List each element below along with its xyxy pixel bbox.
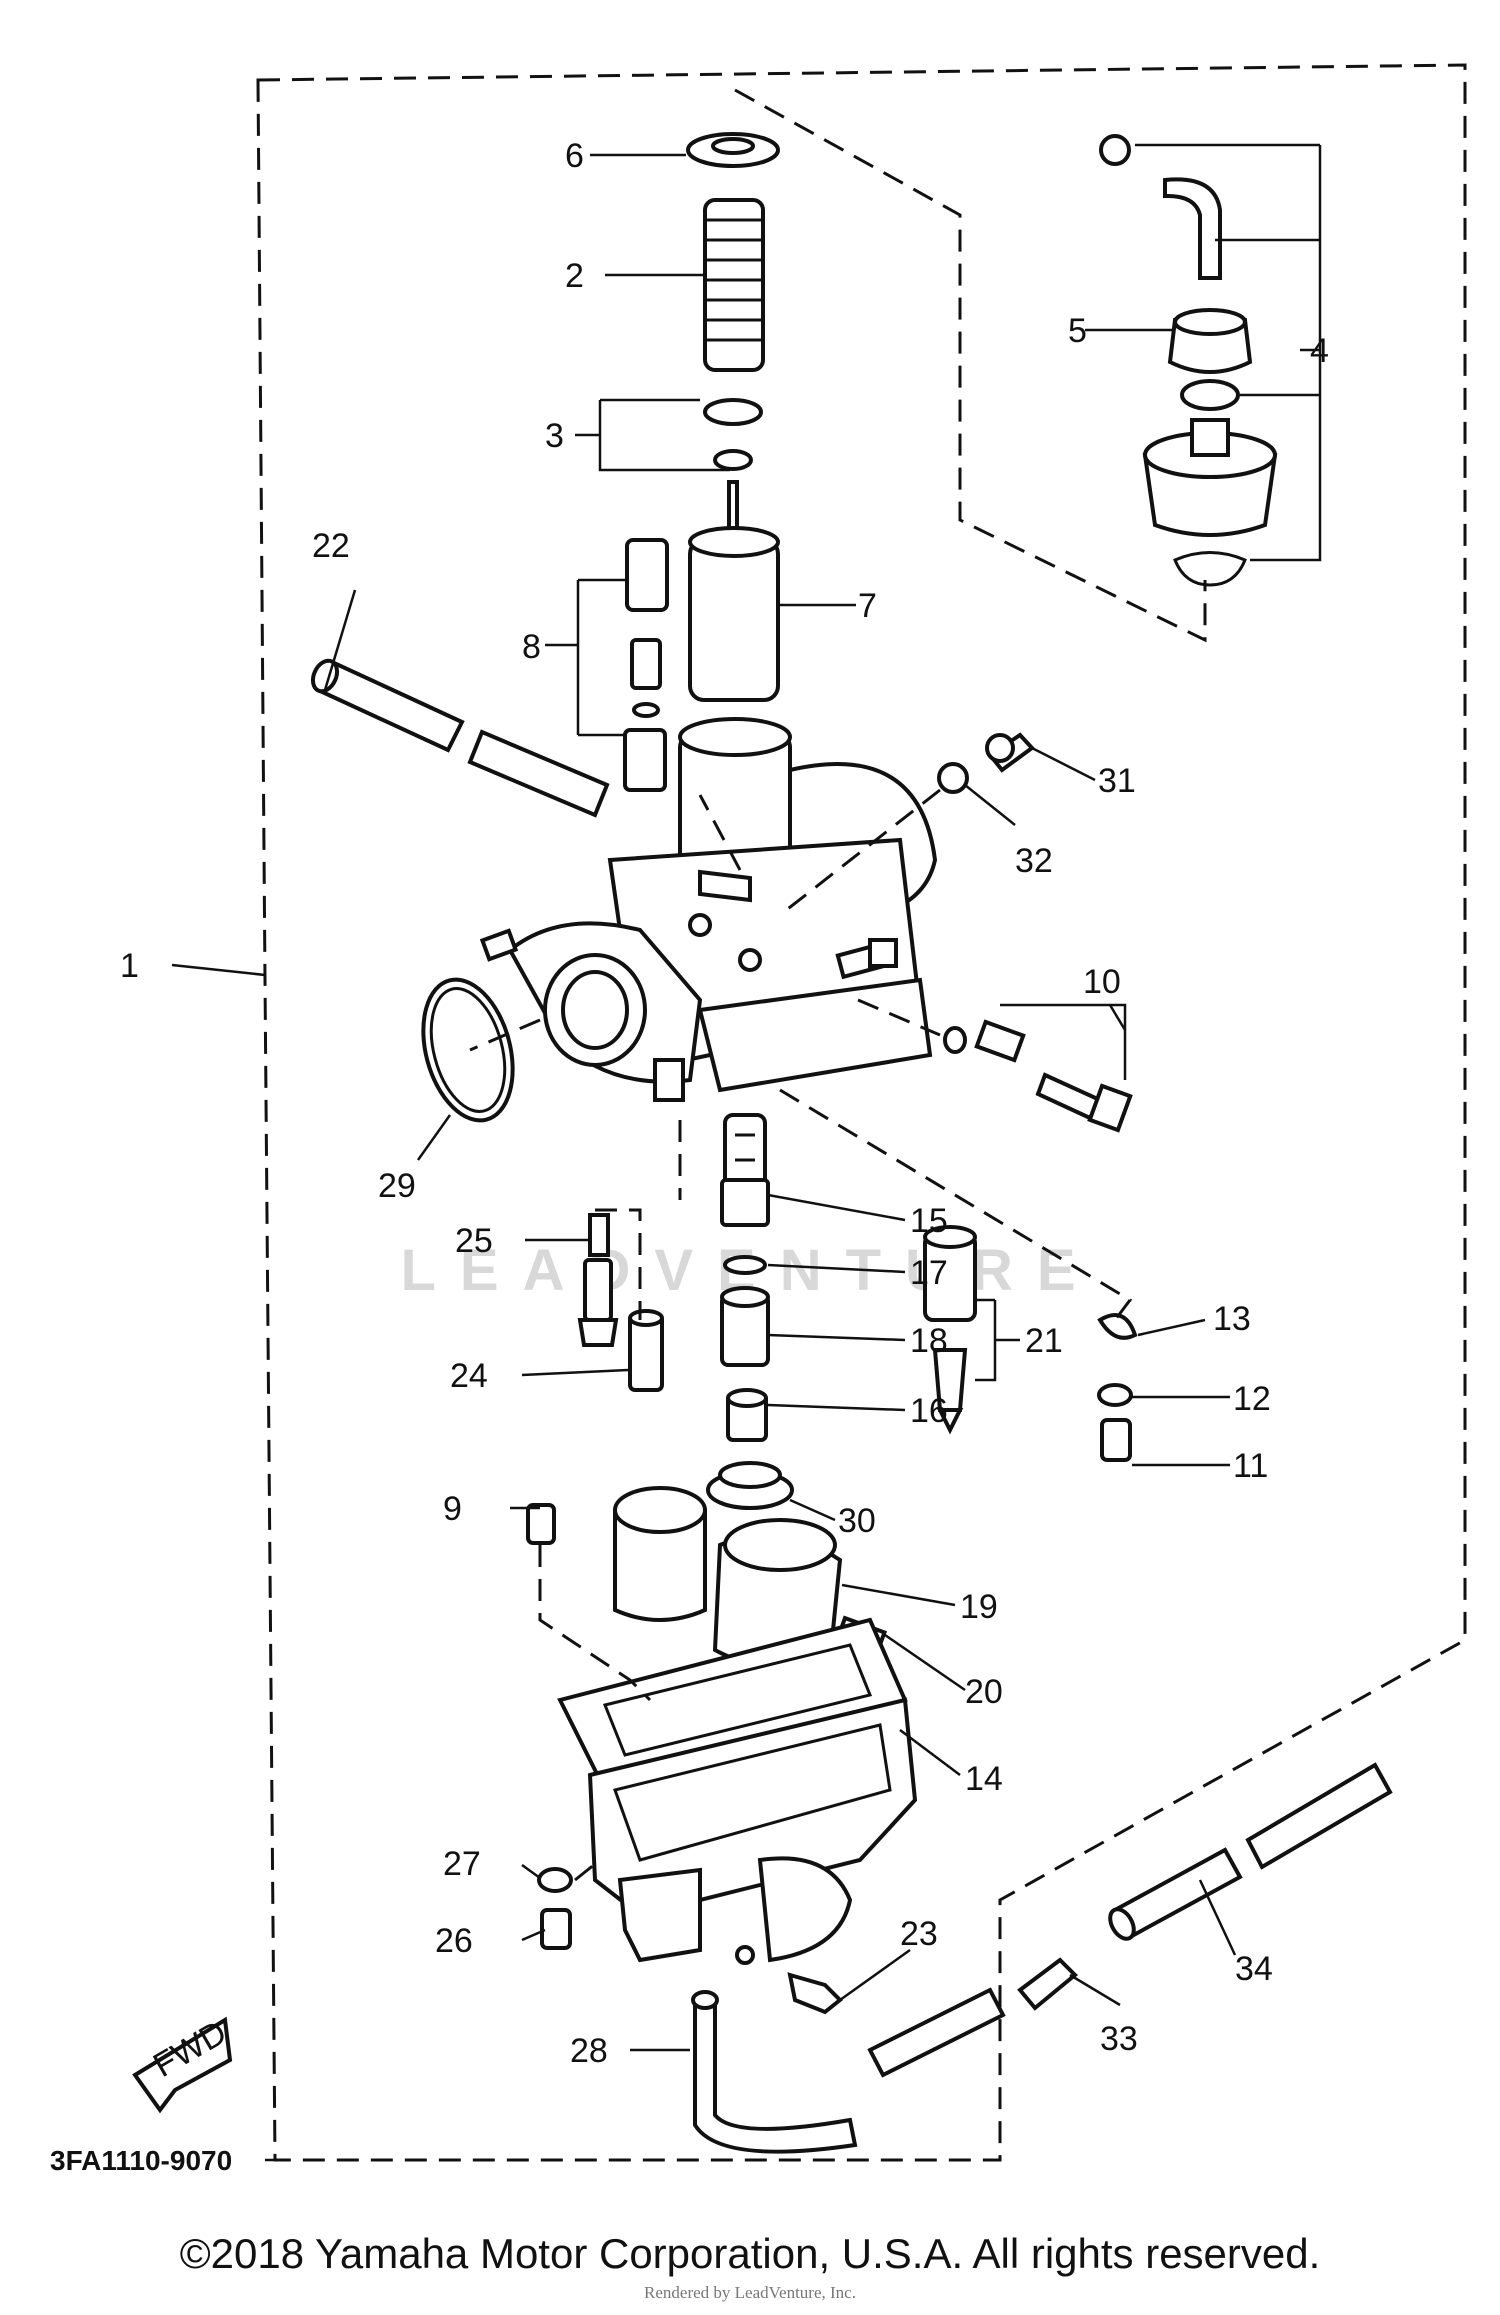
hose-34b <box>1245 1762 1393 1870</box>
diagram-code: 3FA1110-9070 <box>50 2145 232 2176</box>
screw-26 <box>540 1908 572 1950</box>
callout-32: 32 <box>1015 842 1053 880</box>
screw-11 <box>1100 1418 1132 1462</box>
clip-13 <box>1097 1313 1138 1340</box>
copyright-notice: ©2018 Yamaha Motor Corporation, U.S.A. A… <box>179 2230 1321 2277</box>
callout-27: 27 <box>443 1845 481 1883</box>
callout-19: 19 <box>960 1588 998 1626</box>
connector-lines <box>469 88 1207 1882</box>
callout-22: 22 <box>312 527 350 565</box>
callout-14: 14 <box>965 1760 1003 1798</box>
rendered-by-text: Rendered by LeadVenture, Inc. <box>644 2283 856 2302</box>
callout-5: 5 <box>1068 312 1087 350</box>
callout-2: 2 <box>565 257 584 295</box>
washer-27 <box>537 1867 573 1893</box>
callout-12: 12 <box>1233 1380 1271 1418</box>
washer-32 <box>937 762 969 794</box>
fwd-arrow-icon: FWD <box>132 2013 233 2114</box>
assembly-boundary <box>256 63 1467 2162</box>
jet-stack-group <box>706 1113 794 1510</box>
callout-33: 33 <box>1100 2020 1138 2058</box>
pilot-jet-group <box>577 1213 664 1392</box>
callout-3: 3 <box>545 417 564 455</box>
callout-17: 17 <box>910 1254 948 1292</box>
throttle-slide-group <box>686 132 780 702</box>
callout-31: 31 <box>1098 762 1136 800</box>
carburetor-exploded-diagram: LEADVENTURE <box>50 63 1467 2176</box>
joint-33 <box>1017 1957 1078 2011</box>
callout-6: 6 <box>565 137 584 175</box>
callout-20: 20 <box>965 1673 1003 1711</box>
throttle-stop-screw-group <box>943 1019 1133 1133</box>
callout-16: 16 <box>910 1392 948 1430</box>
callout-8: 8 <box>522 628 541 666</box>
pilot-screw-group <box>623 538 669 792</box>
callout-15: 15 <box>910 1202 948 1240</box>
tube-22b <box>467 729 610 818</box>
callout-7: 7 <box>858 587 877 625</box>
callout-4: 4 <box>1310 332 1329 370</box>
callout-13: 13 <box>1213 1300 1251 1338</box>
screw-9 <box>526 1503 556 1545</box>
carburetor-body <box>479 717 938 1102</box>
callout-24: 24 <box>450 1357 488 1395</box>
callout-10: 10 <box>1083 963 1121 1001</box>
callout-28: 28 <box>570 2032 608 2070</box>
callout-25: 25 <box>455 1222 493 1260</box>
o-ring-29 <box>421 977 515 1123</box>
drain-screw-23 <box>787 1972 843 2015</box>
hose-28b <box>867 1987 1006 2078</box>
callout-labels: 1 2 3 4 5 6 7 8 9 10 11 12 13 14 15 16 1… <box>120 137 1329 2070</box>
callout-23: 23 <box>900 1915 938 1953</box>
callout-18: 18 <box>910 1322 948 1360</box>
callout-30: 30 <box>838 1502 876 1540</box>
hose-28 <box>693 1998 858 2154</box>
callout-29: 29 <box>378 1167 416 1205</box>
callout-34: 34 <box>1235 1950 1273 1988</box>
tube-22 <box>315 659 465 753</box>
float-bowl <box>587 1697 918 1965</box>
callout-11: 11 <box>1233 1447 1268 1485</box>
callout-21: 21 <box>1025 1322 1063 1360</box>
callout-26: 26 <box>435 1922 473 1960</box>
leader-lines <box>171 143 1322 2052</box>
needle-valve-21 <box>923 1225 977 1435</box>
cap-assembly-group <box>1099 134 1278 587</box>
washer-12 <box>1097 1383 1133 1407</box>
callout-9: 9 <box>443 1490 462 1528</box>
callout-1: 1 <box>120 947 139 985</box>
